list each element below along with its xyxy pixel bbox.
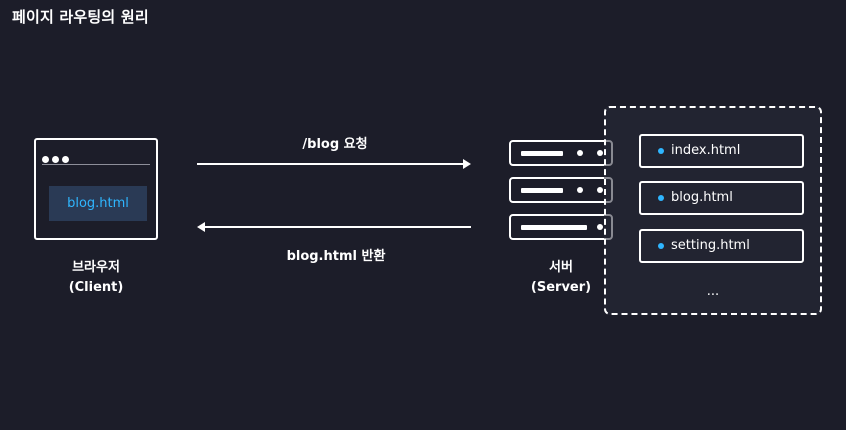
server-rack-unit — [509, 140, 613, 166]
browser-window-icon: blog.html — [34, 138, 158, 240]
server-file-storage: index.html blog.html setting.html ... — [604, 106, 822, 315]
file-item-setting: setting.html — [639, 229, 804, 263]
client-label: 브라우저 (Client) — [34, 258, 158, 298]
server-label: 서버 (Server) — [506, 258, 616, 298]
file-dot-icon — [658, 195, 664, 201]
file-item-label: setting.html — [671, 238, 750, 253]
rack-led — [577, 187, 583, 193]
request-arrow — [197, 159, 471, 169]
server-label-role: (Server) — [530, 280, 592, 295]
file-dot-icon — [658, 148, 664, 154]
response-label: blog.html 반환 — [286, 249, 386, 264]
client-label-role: (Client) — [68, 280, 124, 295]
file-item-label: index.html — [671, 143, 741, 158]
browser-file-label: blog.html — [49, 186, 147, 221]
window-dots-icon — [42, 148, 72, 163]
window-dot — [52, 156, 59, 163]
rack-bar — [521, 188, 563, 193]
rack-bar — [521, 225, 587, 230]
server-label-name: 서버 — [549, 260, 573, 275]
server-rack-unit — [509, 177, 613, 203]
address-bar-divider — [42, 164, 150, 165]
more-files-ellipsis: ... — [706, 284, 720, 299]
rack-led — [597, 224, 603, 230]
client-label-name: 브라우저 — [72, 260, 120, 275]
file-dot-icon — [658, 243, 664, 249]
request-label: /blog 요청 — [302, 137, 368, 152]
file-item-blog: blog.html — [639, 181, 804, 215]
server-rack-unit — [509, 214, 613, 240]
rack-bar — [521, 151, 563, 156]
window-dot — [42, 156, 49, 163]
file-item-index: index.html — [639, 134, 804, 168]
rack-led — [577, 150, 583, 156]
rack-led — [597, 187, 603, 193]
window-dot — [62, 156, 69, 163]
response-arrow — [197, 222, 471, 232]
rack-led — [597, 150, 603, 156]
file-item-label: blog.html — [671, 190, 733, 205]
diagram-title: 페이지 라우팅의 원리 — [12, 8, 149, 26]
